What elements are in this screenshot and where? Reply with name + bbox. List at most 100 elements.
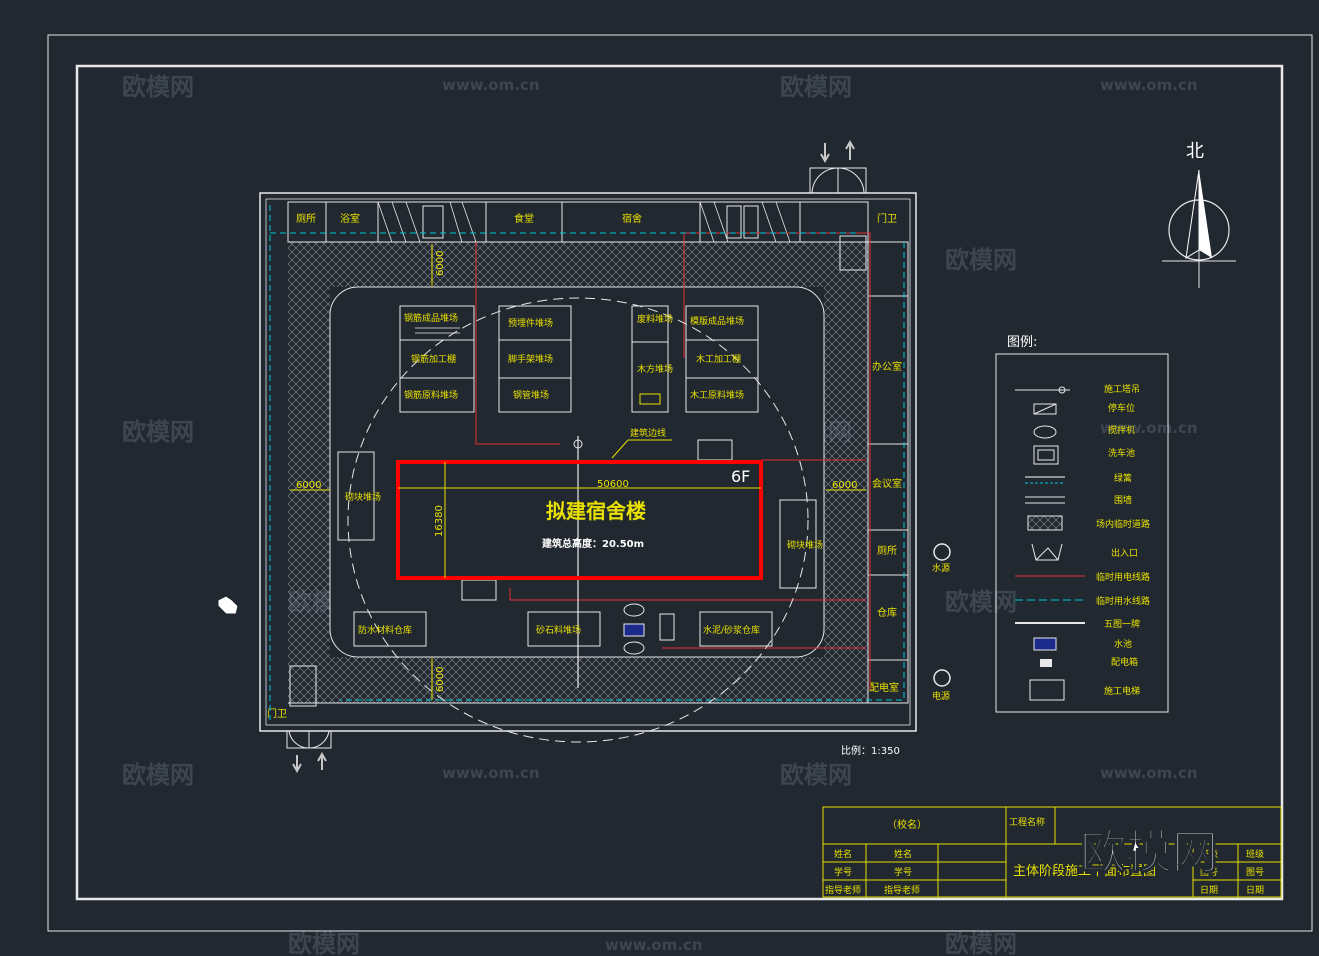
tb-teacher-label: 指导老师 [825,884,861,896]
yard-sand: 砂石料堆场 [536,624,581,636]
north-label: 北 [1186,141,1204,162]
bottom-gate [286,730,332,774]
tb-drawno-label: 图号 [1200,867,1218,878]
legend-item: 临时用电线路 [1096,571,1150,583]
legend-item: 施工塔吊 [1104,383,1140,395]
formwork-block [685,305,759,413]
scale-label: 比例：1:350 [841,744,900,757]
dim-bottom: 6000 [435,667,446,692]
source-power: 电源 [932,690,950,702]
yard-block-right: 砌块堆场 [787,539,823,551]
tb-name-label: 姓名 [834,848,852,860]
top-gate [809,139,867,194]
block-yard-right [779,499,817,589]
watermark-url: www.om.cn [605,936,703,954]
yard-embedded: 预埋件堆场 [508,317,553,329]
building-floors: 6F [731,467,750,486]
right-facilities [839,235,909,704]
watermark-url: www.om.cn [1100,76,1198,94]
room-toilet-top: 厕所 [296,213,316,225]
dim-right: 6000 [832,480,857,491]
sand-yard [527,611,601,647]
watermark-brand: 欧模网 [288,930,360,956]
building-name: 拟建宿舍楼 [546,499,646,523]
hand-cursor-icon [217,595,239,615]
cement-store [699,611,773,647]
power-source-icon [933,669,951,687]
yard-scaffold: 脚手架堆场 [508,353,553,365]
room-toilet-right: 厕所 [877,545,897,557]
legend-item: 施工电梯 [1104,685,1140,697]
room-bath: 浴室 [340,212,360,225]
scaffold-block [498,305,572,413]
watermark-brand: 欧模网 [780,73,852,101]
room-guard-top: 门卫 [877,212,897,225]
legend-item: 临时用水线路 [1096,595,1150,607]
watermark-brand: 欧模网 [122,73,194,101]
inner-frame [75,64,1284,901]
legend-item: 搅拌机 [1108,424,1135,436]
water-source-icon [933,543,951,561]
yard-steel-pipe: 钢管堆场 [513,389,549,401]
watermark-brand: 欧模网 [122,761,194,789]
brand-logo: 欧模网 [1080,825,1218,879]
source-water: 水源 [932,562,950,574]
legend-item: 水池 [1114,638,1132,650]
tb-class-value: 班级 [1246,848,1264,860]
yard-wood-raw: 木工原料堆场 [690,389,744,401]
building-height: 建筑总高度：20.50m [541,537,644,550]
legend-item: 场内临时道路 [1096,518,1150,530]
yard-rebar-finished: 钢筋成品堆场 [404,312,458,324]
tb-drawno-value: 图号 [1246,867,1264,878]
watermark-brand: 欧模网 [780,761,852,789]
legend-item: 配电箱 [1111,656,1138,668]
dim-left: 6000 [296,480,321,491]
top-facilities [287,201,869,243]
watermark-brand: 欧模网 [945,246,1017,274]
waterproof-store [353,611,427,647]
watermark-url: www.om.cn [442,76,540,94]
tb-project-label: 工程名称 [1009,816,1045,828]
block-yard-left [337,451,375,541]
rebar-block [399,305,475,413]
room-power: 配电室 [869,681,899,694]
building-edge-line: 建筑边线 [630,427,666,439]
tb-name-value: 姓名 [894,848,912,860]
watermark-url: www.om.cn [442,764,540,782]
tb-id-value: 学号 [894,866,912,878]
guard-booth [289,665,317,707]
room-dorm: 宿舍 [622,212,642,225]
legend-item: 五图一牌 [1104,618,1140,630]
watermark-brand: 欧模网 [122,418,194,446]
building-width: 16380 [434,505,445,537]
waste-timber-block [631,305,669,413]
tower-crane-icon [573,439,583,449]
yard-block-left: 砌块堆场 [345,491,381,503]
yard-rebar-shed: 钢筋加工棚 [411,353,456,365]
legend-box [995,353,1169,713]
room-guard-bottom: 门卫 [267,707,287,720]
yard-waterproof: 防水材料仓库 [358,624,412,636]
dim-top: 6000 [435,251,446,276]
watermark-url: www.om.cn [1100,419,1198,437]
yard-wood-shed: 木工加工棚 [696,353,741,365]
room-canteen: 食堂 [514,212,534,225]
site-wall [259,192,917,732]
inner-yard [329,286,825,658]
legend-symbols [1015,386,1085,701]
tb-drawing-title: 主体阶段施工平面布置图 [1013,864,1156,879]
tb-class-label: 班级 [1200,848,1218,860]
legend-item: 绿篱 [1114,472,1132,484]
room-office: 办公室 [872,360,902,373]
legend-item: 停车位 [1108,402,1135,414]
legend-item: 洗车池 [1108,447,1135,459]
yard-formwork: 模版成品堆场 [690,315,744,327]
watermark-url: www.om.cn [1100,764,1198,782]
outer-frame [47,34,1313,932]
yard-timber: 木方堆场 [637,363,673,375]
watermark-brand: 欧模网 [945,930,1017,956]
legend-title: 图例: [1007,335,1037,350]
tb-date-label: 日期 [1200,885,1218,896]
yard-waste: 废料堆场 [637,313,673,325]
